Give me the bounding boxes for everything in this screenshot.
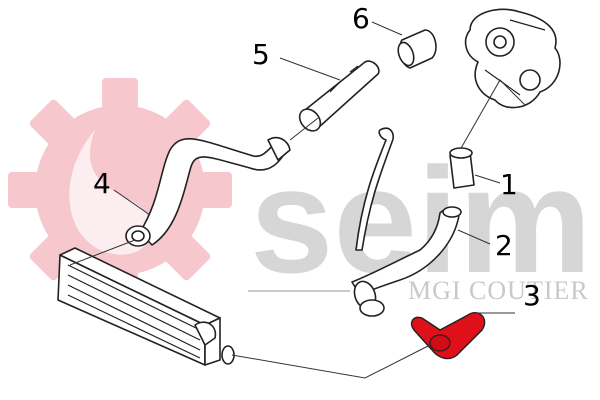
callout-6: 6 — [352, 2, 370, 35]
long-intake-hose-part-4 — [125, 136, 291, 247]
breather-pipe-drawing — [355, 127, 395, 251]
leader-hose4-intercooler — [69, 239, 136, 266]
elbow-hose-part-3 — [410, 312, 486, 360]
callout-5: 5 — [252, 38, 270, 71]
leader-turbo — [459, 79, 526, 151]
callout-3: 3 — [523, 279, 541, 312]
tagline-watermark-text: MGI COUTIER — [408, 276, 589, 305]
short-sleeve-part-1 — [449, 147, 475, 189]
leader-6 — [371, 21, 403, 36]
leader-4 — [113, 189, 151, 216]
coupling-sleeve-part-6 — [397, 29, 437, 69]
callout-1: 1 — [500, 168, 518, 201]
callout-4: 4 — [93, 167, 111, 200]
leader-2 — [457, 229, 491, 245]
curved-hose-part-2 — [351, 206, 462, 317]
leader-1 — [474, 174, 501, 184]
gear-logo-watermark — [8, 78, 232, 302]
turbocharger-drawing — [464, 8, 561, 109]
leader-5-6 — [289, 117, 319, 141]
brand-watermark-text: seim — [250, 136, 592, 304]
callout-2: 2 — [495, 229, 513, 262]
leader-intercooler-3 — [231, 344, 431, 379]
leader-5 — [279, 57, 341, 81]
intercooler-drawing — [57, 247, 235, 366]
intake-pipe-part-5 — [298, 60, 380, 132]
